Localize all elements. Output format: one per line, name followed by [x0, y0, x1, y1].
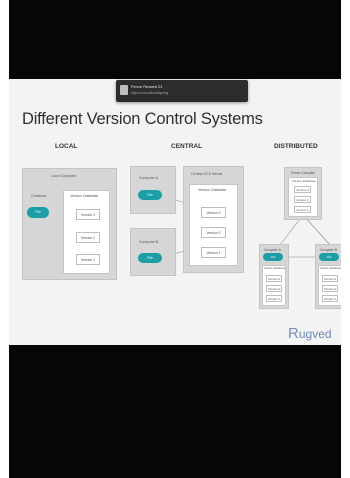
notification-toast[interactable]: Fence Reward 01 https://cms/demo/spring — [116, 80, 248, 102]
distributed-db-b-label: Version Database — [320, 267, 342, 270]
distributed-server-db-label: Version Database — [292, 179, 316, 183]
distributed-server-version-1: Version 1 — [294, 206, 311, 213]
local-db-label: Version Database — [70, 194, 99, 198]
local-file-pill: File — [27, 207, 49, 218]
checkout-label: Checkout — [31, 194, 47, 198]
local-version-3: Version 3 — [76, 209, 100, 220]
distributed-computer-b-label: Computer B — [320, 248, 338, 252]
central-computer-b-box: Computer B — [130, 228, 176, 276]
local-computer-label: Local Computer — [51, 174, 77, 178]
section-central: CENTRAL — [171, 143, 203, 150]
central-version-2: Version 2 — [201, 227, 226, 238]
brand-logo: Rugved — [288, 325, 332, 342]
local-version-1: Version 1 — [76, 254, 100, 265]
logo-text: ugved — [298, 327, 332, 341]
distributed-file-a-pill: File — [263, 253, 283, 261]
distributed-server-label: Server Computer — [291, 171, 316, 175]
toast-title: Fence Reward 01 — [131, 84, 163, 89]
distributed-b-version-3: Version 3 — [322, 275, 338, 282]
distributed-b-version-2: Version 2 — [322, 285, 338, 292]
slide-title: Different Version Control Systems — [22, 110, 263, 128]
distributed-a-version-3: Version 3 — [266, 275, 282, 282]
central-computer-b-label: Computer B — [139, 240, 159, 244]
local-version-2: Version 2 — [76, 232, 100, 243]
central-server-label: Central VCS Server — [191, 172, 223, 176]
distributed-server-version-2: Version 2 — [294, 196, 311, 203]
logo-initial: R — [288, 325, 299, 342]
section-local: LOCAL — [55, 143, 78, 150]
central-computer-a-label: Computer A — [139, 176, 158, 180]
central-db-label: Version Database — [198, 188, 227, 192]
central-file-b-pill: File — [138, 253, 162, 263]
distributed-a-version-2: Version 2 — [266, 285, 282, 292]
page-margin-right — [341, 0, 350, 478]
distributed-a-version-1: Version 1 — [266, 295, 282, 302]
toast-subtitle: https://cms/demo/spring — [131, 91, 169, 95]
distributed-server-version-3: Version 3 — [294, 186, 311, 193]
distributed-db-a-label: Version Database — [264, 267, 286, 270]
central-file-a-pill: File — [138, 190, 162, 200]
central-version-database: Version Database — [189, 184, 238, 266]
central-version-3: Version 3 — [201, 207, 226, 218]
section-distributed: DISTRIBUTED — [274, 143, 318, 150]
distributed-file-b-pill: File — [319, 253, 339, 261]
distributed-b-version-1: Version 1 — [322, 295, 338, 302]
app-icon — [120, 85, 128, 95]
distributed-computer-a-label: Computer A — [264, 248, 281, 252]
central-version-1: Version 1 — [201, 247, 226, 258]
